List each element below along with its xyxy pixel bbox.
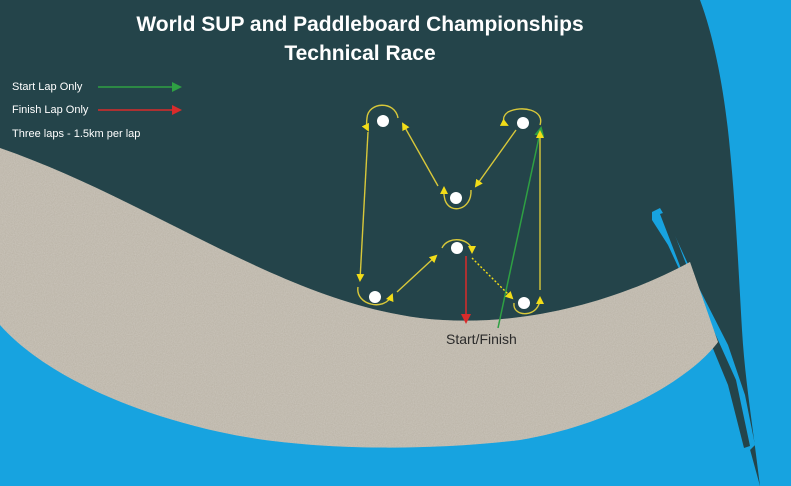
course-leg-6: [471, 257, 514, 300]
course-turn-bottom-left: [357, 286, 394, 306]
course-leg-2: [474, 129, 517, 188]
course-turn-top-right: [499, 108, 542, 126]
legend-finish-lap: Finish Lap Only: [12, 104, 89, 116]
course-turn-bottom-right: [513, 296, 544, 315]
shallow-water-east: [700, 0, 791, 486]
buoy-icon: [450, 192, 462, 204]
map-subtitle: Technical Race: [284, 42, 436, 65]
course-turn-top-left: [361, 104, 399, 132]
buoy-icon: [517, 117, 529, 129]
course-leg-5: [396, 254, 438, 293]
start-finish-label: Start/Finish: [446, 331, 517, 347]
legend-laps-note: Three laps - 1.5km per lap: [12, 128, 141, 140]
buoy-icon: [518, 297, 530, 309]
buoy-icon: [369, 291, 381, 303]
course-turn-center: [441, 239, 476, 254]
course-leg-3: [402, 122, 439, 187]
legend-start-lap: Start Lap Only: [12, 81, 83, 93]
buoy-icon: [451, 242, 463, 254]
beach-texture: [0, 148, 718, 448]
buoys: [369, 115, 530, 309]
buoy-icon: [377, 115, 389, 127]
course-turn-middle: [439, 186, 472, 210]
course-route: [356, 104, 545, 329]
course-leg-4: [356, 131, 369, 282]
map-title: World SUP and Paddleboard Championships: [136, 13, 584, 36]
